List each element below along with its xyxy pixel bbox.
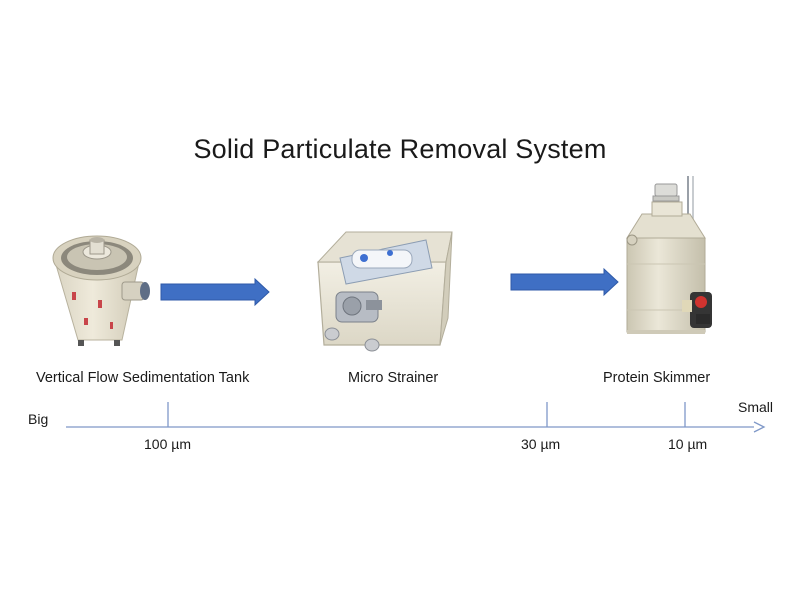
scale-arrowhead [753, 421, 766, 433]
stage-label-sedimentation-tank: Vertical Flow Sedimentation Tank [36, 370, 250, 386]
particle-size-scale [66, 402, 766, 433]
sedimentation-tank-icon [52, 235, 150, 346]
scale-end-label: Small [738, 399, 774, 415]
flow-arrow-2 [510, 267, 619, 297]
micro-strainer-icon [316, 231, 453, 352]
stage-label-micro-strainer: Micro Strainer [348, 370, 439, 386]
diagram-title: Solid Particulate Removal System [193, 134, 607, 164]
scale-start-label: Big [28, 411, 49, 427]
tick-label-30um: 30 µm [521, 436, 561, 452]
protein-skimmer-icon [626, 176, 712, 334]
stage-label-protein-skimmer: Protein Skimmer [603, 370, 711, 386]
tick-label-100um: 100 µm [144, 436, 191, 452]
tick-label-10um: 10 µm [668, 436, 708, 452]
flow-arrow-1 [160, 277, 270, 307]
